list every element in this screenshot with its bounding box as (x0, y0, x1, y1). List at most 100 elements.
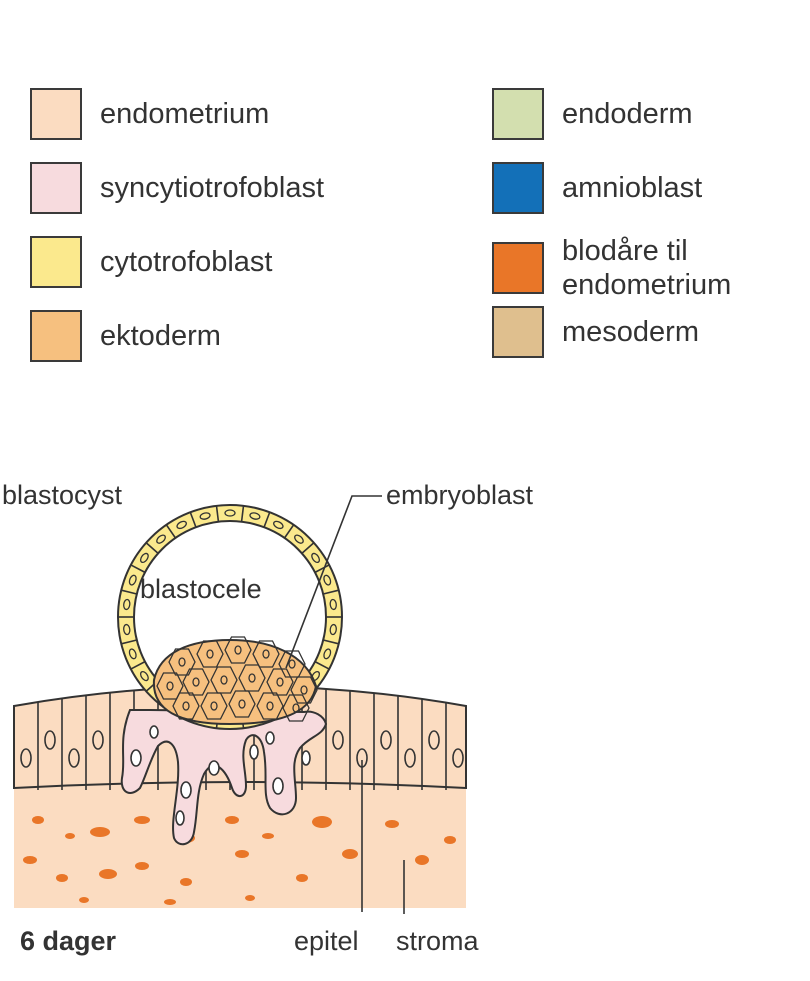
legend-label: amnioblast (562, 172, 703, 204)
embryoblast-cell (228, 690, 256, 718)
trophoblast-cell-wall (323, 589, 339, 595)
legend-item-ektoderm: ektoderm (30, 310, 221, 362)
vessel (56, 874, 68, 882)
implantation-diagram: blastocyst embryoblast blastocele epitel… (2, 480, 534, 956)
vessel (312, 816, 332, 828)
trophoblast-cell-wall (165, 524, 177, 539)
trophoblast-nucleus (323, 648, 332, 660)
embryoblast-nucleus (192, 677, 200, 687)
epithelial-nucleus (380, 730, 392, 750)
vessel (342, 849, 358, 859)
legend-item-mesoderm: mesoderm (492, 306, 699, 358)
swatch-ektoderm (30, 310, 82, 362)
embryoblast-cell (282, 694, 310, 722)
syncytiotrofoblast-process (120, 709, 328, 846)
vessel (262, 833, 274, 839)
trophoblast-cell-wall (130, 564, 146, 574)
embryoblast-nucleus (234, 645, 242, 655)
embryoblast-cell (172, 692, 200, 720)
embryoblast-nucleus (206, 649, 214, 659)
vessel (79, 897, 89, 903)
embryoblast-nucleus (300, 685, 308, 695)
vessel (296, 874, 308, 882)
vessel (90, 827, 110, 837)
leader-lines (285, 495, 405, 914)
trophoblast-cell-wall (301, 542, 315, 554)
epithelial-nucleus (404, 748, 416, 768)
legend-label: blodåre til endometrium (562, 235, 732, 301)
trophoblast-nucleus (294, 534, 304, 544)
trophoblast-nucleus (273, 520, 284, 530)
embryoblast-cell (290, 676, 318, 704)
legend-item-endoderm: endoderm (492, 88, 693, 140)
legend-item-blodare: blodåre til endometrium (492, 234, 782, 302)
vessel (225, 816, 239, 824)
trophoblast-nucleus (176, 520, 187, 530)
legend-label: endoderm (562, 98, 693, 130)
vessel (23, 856, 37, 864)
legend-label: mesoderm (562, 316, 699, 348)
embryoblast-nucleus (166, 681, 174, 691)
swatch-endometrium (30, 88, 82, 140)
swatch-mesoderm (492, 306, 544, 358)
trophoblast-cell-wall (283, 524, 295, 539)
trophoblast-nucleus (224, 509, 236, 517)
embryoblast-nucleus (266, 701, 274, 711)
embryoblast-cell (266, 668, 294, 696)
epithelial-nucleus (332, 730, 344, 750)
epithelial-nucleus (452, 748, 464, 768)
embryoblast-cells (156, 636, 318, 722)
swatch-cytotrofoblast (30, 236, 82, 288)
trophoblast-cell-wall (314, 564, 330, 574)
label-stroma: stroma (396, 926, 480, 956)
vessel (444, 836, 456, 844)
embryoblast-cell (168, 648, 196, 676)
trophoblast-cell-wall (121, 589, 137, 595)
vessel (134, 816, 150, 824)
trophoblast-nucleus (139, 552, 149, 564)
epithelial-nucleus (68, 748, 80, 768)
trophoblast-cell-wall (130, 660, 146, 670)
swatch-syncytiotrofoblast (30, 162, 82, 214)
embryoblast-cell (278, 650, 306, 678)
label-stage: 6 dager (20, 926, 117, 956)
legend-item-endometrium: endometrium (30, 88, 269, 140)
embryoblast-cell (200, 692, 228, 720)
embryoblast-cell (182, 668, 210, 696)
label-epitel: epitel (294, 926, 359, 956)
legend-label: cytotrofoblast (100, 246, 273, 278)
embryoblast-cell (256, 692, 284, 720)
trophoblast-nucleus (123, 623, 131, 636)
vessel (164, 899, 176, 905)
trophoblast-nucleus (199, 512, 211, 520)
trophoblast-cell-wall (240, 505, 245, 522)
trophoblast-nucleus (128, 574, 137, 586)
embryoblast-nucleus (276, 677, 284, 687)
vessel (135, 862, 149, 870)
vessel (385, 820, 399, 828)
embryoblast-nucleus (248, 673, 256, 683)
legend-item-cytotrofoblast: cytotrofoblast (30, 236, 272, 288)
epithelial-nucleus (92, 730, 104, 750)
swatch-amnioblast (492, 162, 544, 214)
trophoblast-nucleus (329, 623, 337, 636)
embryoblast-nucleus (288, 659, 296, 669)
label-blastocyst: blastocyst (2, 480, 123, 510)
label-blastocele: blastocele (140, 574, 262, 604)
vessel (99, 869, 117, 879)
embryoblast-nucleus (210, 701, 218, 711)
trophoblast-cell-wall (323, 639, 339, 645)
swatch-endoderm (492, 88, 544, 140)
embryoblast-nucleus (182, 701, 190, 711)
trophoblast-cell-wall (121, 639, 137, 645)
embryoblast-nucleus (238, 699, 246, 709)
label-embryoblast: embryoblast (386, 480, 534, 510)
embryoblast-cell (196, 640, 224, 668)
trophoblast-cell-wall (145, 542, 159, 554)
trophoblast-nucleus (323, 574, 332, 586)
legend-label: ektoderm (100, 320, 221, 352)
legend-label: endometrium (100, 98, 270, 130)
legend-item-amnioblast: amnioblast (492, 162, 702, 214)
blood-vessels (23, 816, 456, 905)
vessel (32, 816, 44, 824)
